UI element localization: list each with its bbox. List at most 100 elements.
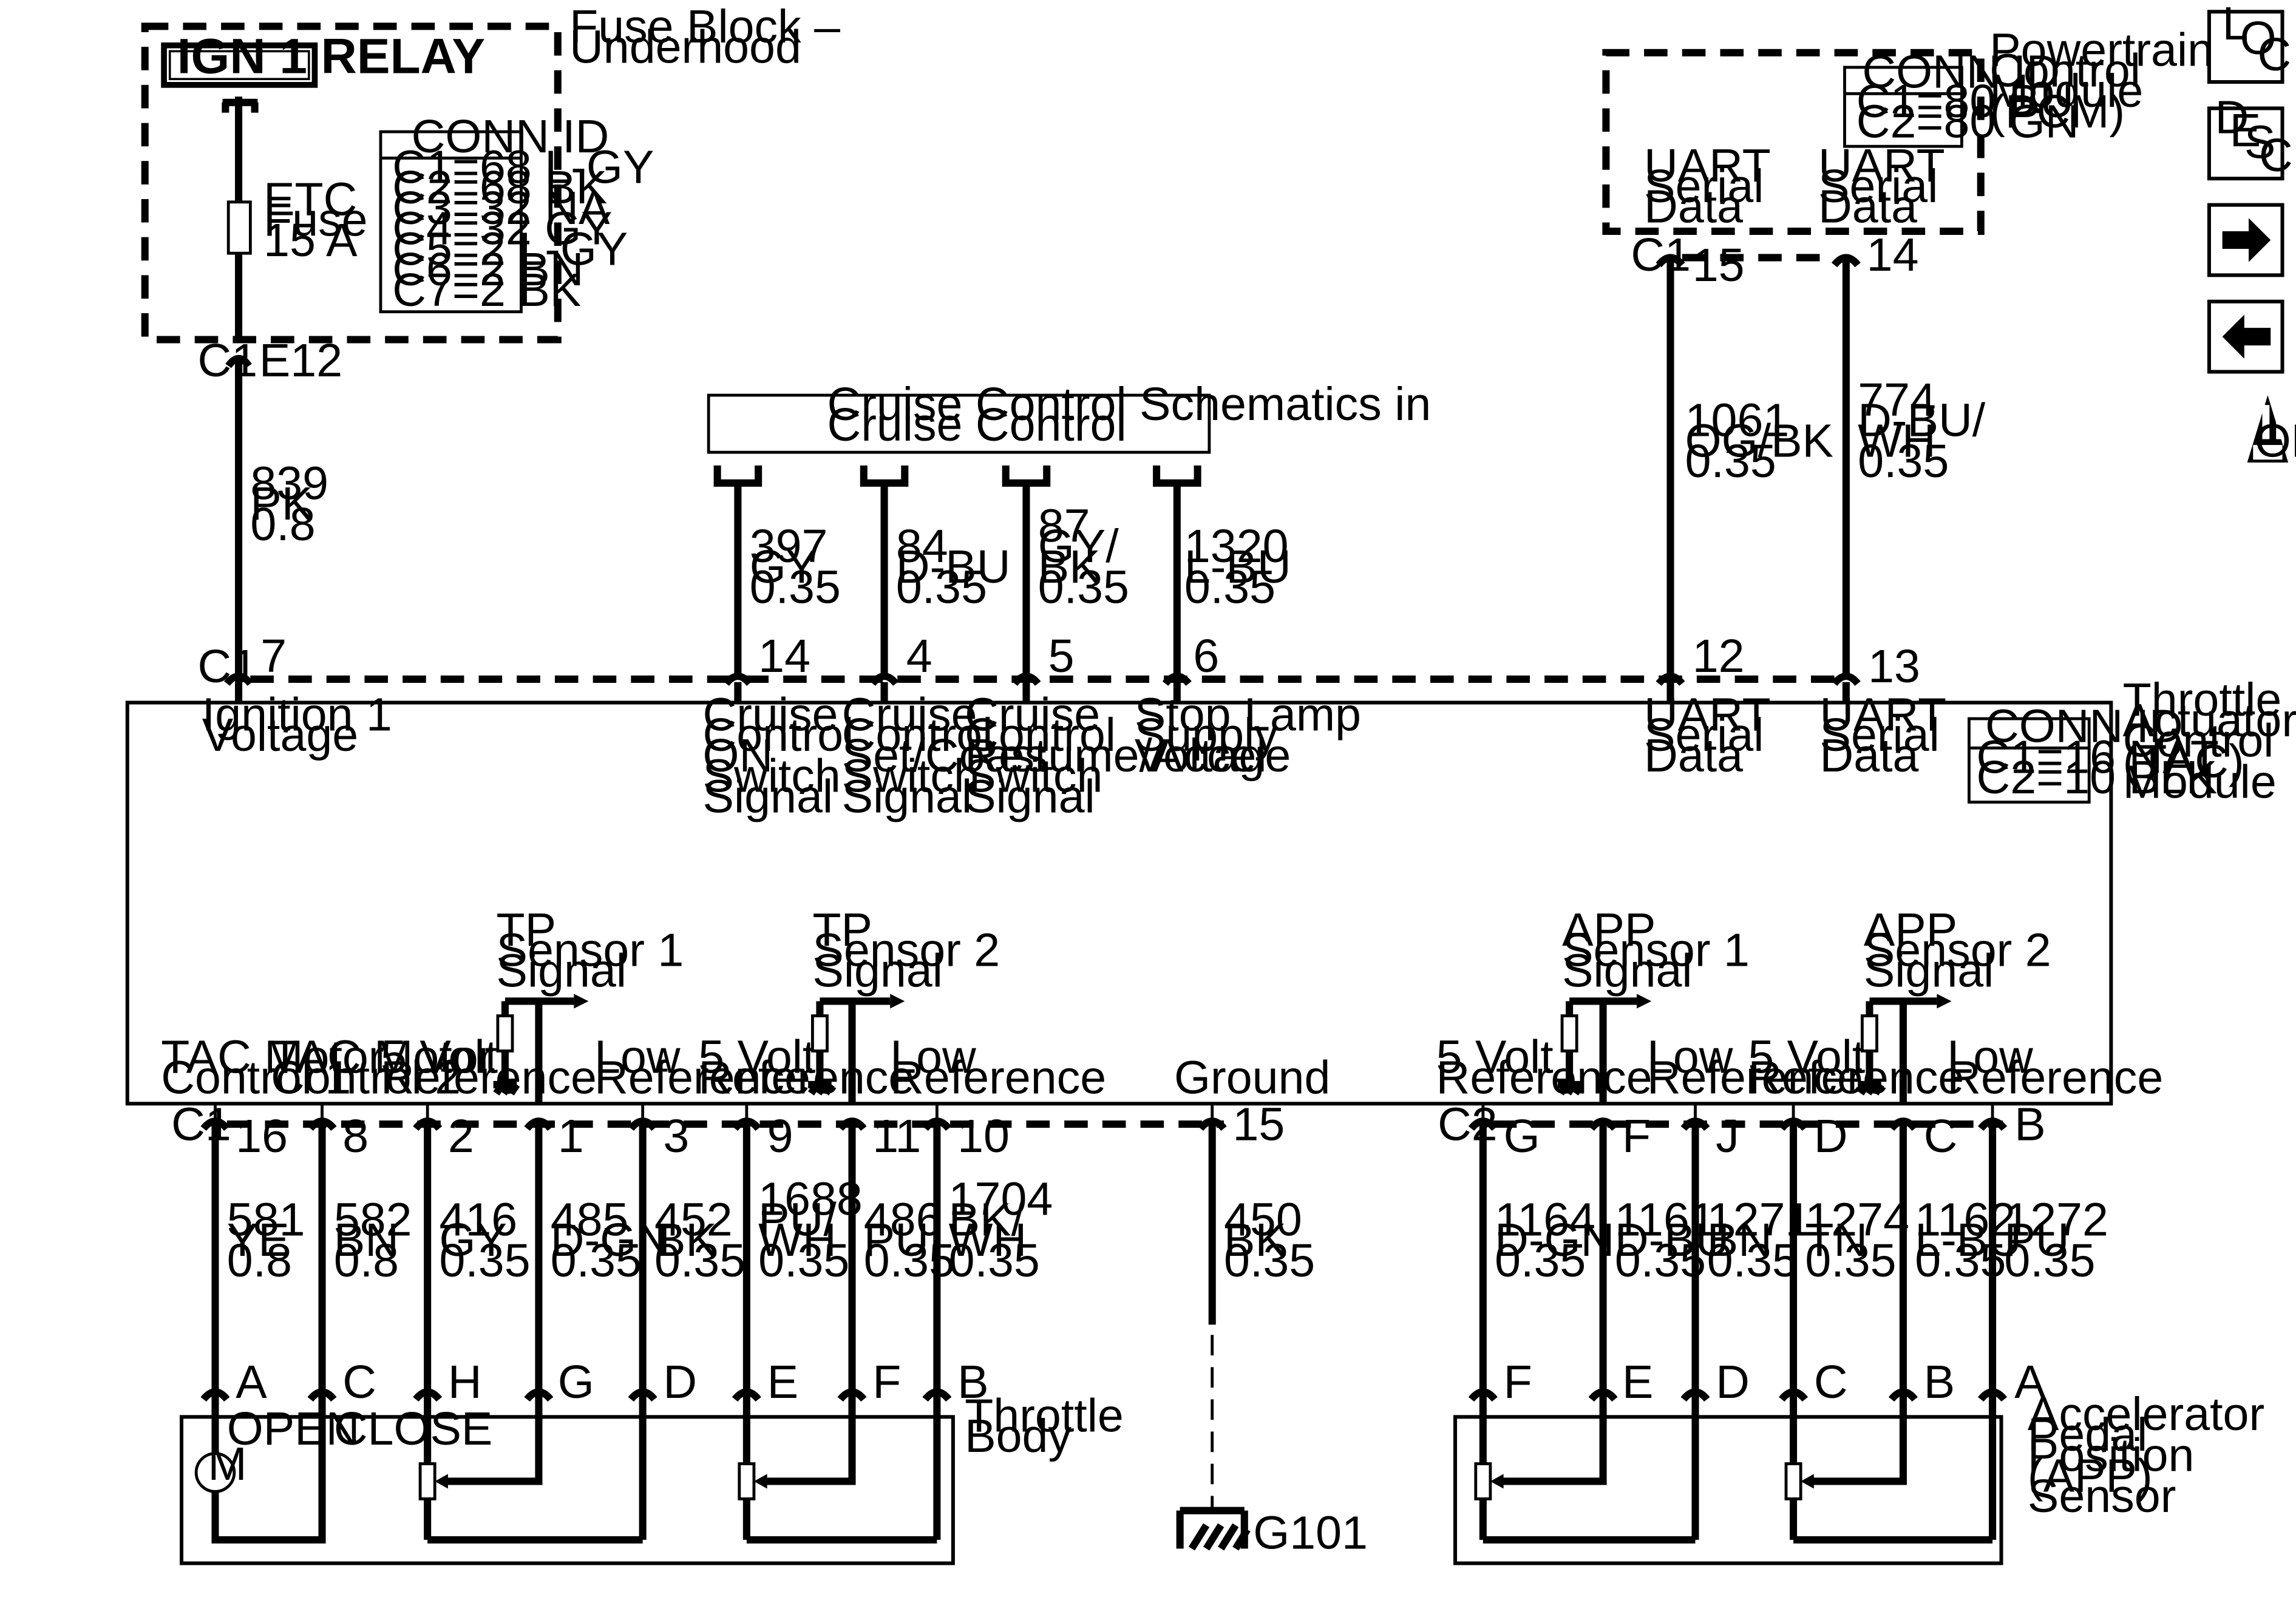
wire-label: 452 (654, 1193, 733, 1246)
wire-label: WH (758, 1214, 837, 1266)
tp-sensor-1-potentiometer-icon (418, 1395, 647, 1544)
tac-pin-desc: Switch (965, 750, 1102, 802)
sensor-signal-label: APP (1864, 904, 1957, 956)
throttle-body-pin: C (342, 1356, 376, 1408)
throttle-body-pin: D (663, 1356, 697, 1408)
wire-label: 0.35 (896, 561, 987, 614)
app-sensor-1-potentiometer-icon (1474, 1395, 1699, 1544)
loc-button[interactable]: L O C (2207, 0, 2291, 84)
tac-pin-desc: Signal (965, 770, 1095, 822)
tac-bottom-pin: J (1716, 1110, 1739, 1162)
wire-label: YE (227, 1214, 290, 1266)
wire-label: 1162 (1915, 1193, 2016, 1246)
wire-label: 485 (551, 1193, 629, 1246)
wire-label: BN (1707, 1214, 1772, 1266)
tac-bottom-pin: 1 (558, 1110, 584, 1162)
tac-pin-desc: Switch (703, 750, 841, 802)
tac-title: (TAC) (2123, 736, 2244, 788)
tac-pin-desc: Voltage (202, 709, 358, 761)
tac-pin-desc: Control (842, 709, 993, 761)
wire-label: 1061 (1685, 395, 1790, 447)
motor-close-label: CLOSE (334, 1403, 493, 1455)
relay-contact-icon (222, 97, 259, 202)
tac-pin-desc: UART (1819, 688, 1946, 741)
wire-label: 1704 (949, 1173, 1053, 1225)
tac-pin-desc: Control (965, 709, 1116, 761)
wire-label: BK (654, 1214, 717, 1266)
wire-label: 0.35 (439, 1235, 530, 1287)
tac-conn-id-row: C2=10 BLK (1977, 751, 2218, 804)
wire-label: 0.35 (1495, 1235, 1586, 1287)
tac-pin-desc: Reference (1748, 1051, 1964, 1103)
wire-label: 581 (227, 1193, 305, 1246)
wire-label: OG/BK (1685, 415, 1833, 467)
tac-pin-desc: Cruise (965, 688, 1100, 741)
tac-pin-desc: Ground (1174, 1051, 1330, 1103)
tac-pin-desc: Ignition 1 (202, 688, 392, 741)
obd2-button[interactable]: II OBD II (2247, 395, 2296, 467)
pcm-pin-label: Serial (1644, 160, 1764, 212)
tac-top-pin: 12 (1693, 630, 1745, 682)
ground-g101-icon (1176, 1507, 1251, 1551)
app-sensor-pin: D (1716, 1356, 1750, 1408)
tac-title: Control (2123, 715, 2274, 767)
pcm-module: Powertrain Control Module (PCM) CONN ID … (1602, 24, 2213, 291)
bottom-wires (211, 1124, 1997, 1511)
pcm-pin-label: UART (1644, 140, 1771, 192)
tac-top-pin: 14 (758, 630, 810, 682)
fuse-conn-id-row: C1=68 L-GY (392, 141, 654, 193)
tac-top-pin: 5 (1048, 630, 1075, 682)
wire-label: 486 (864, 1193, 942, 1246)
tac-bottom-pin: 15 (1232, 1099, 1285, 1151)
tac-pin-desc: Reference (890, 1051, 1106, 1103)
tac-pin-desc: TAC Motor (161, 1031, 384, 1083)
tac-pin-desc: 5 Volt (698, 1031, 815, 1083)
throttle-body-pin: H (448, 1356, 482, 1408)
wire-label: 416 (439, 1193, 517, 1246)
pcm-conn-label: C1 (1631, 229, 1691, 281)
cruise-control-schematics-box[interactable]: Cruise Control Schematics in Cruise Cont… (707, 378, 1431, 454)
tac-pin-desc: Serial (1644, 709, 1764, 761)
tac-pin-desc: Signal (842, 770, 972, 822)
wire-label: 0.35 (2004, 1235, 2095, 1287)
tac-pin-desc: Resume/Accel (965, 730, 1266, 782)
fuse-block-underhood: Fuse Block – Underhood IGN 1 RELAY ETC F… (141, 1, 840, 387)
next-page-button[interactable] (2207, 203, 2284, 277)
previous-page-button[interactable] (2207, 299, 2284, 374)
pcm-title: (PCM) (1989, 86, 2125, 138)
loc-letter: O (2240, 12, 2277, 64)
fuse-pin-label: E12 (259, 334, 342, 387)
fuse-conn-id-row: C6=2 BN (392, 243, 583, 296)
pcm-title: Control (1989, 44, 2141, 97)
motor-open-label: OPEN (227, 1403, 360, 1455)
sensor-signal-label: Signal (1864, 944, 1994, 997)
tac-bottom-pin: 2 (448, 1110, 474, 1162)
tac-pin-desc: Control 1 (161, 1051, 351, 1103)
wire-label: 0.35 (758, 1235, 849, 1287)
sensor-signal-label: Sensor 2 (812, 924, 1000, 977)
motor-icon (194, 1452, 236, 1493)
tac-pin-desc: Low (594, 1031, 681, 1083)
sensor-signal-label: Signal (1562, 944, 1692, 997)
pcm-pin-label: Data (1644, 181, 1743, 233)
wire-label: 0.35 (551, 1235, 642, 1287)
wire-label: 774 (1858, 374, 1936, 426)
throttle-body-title: Body (965, 1410, 1072, 1462)
tac-pin-desc: Low (890, 1031, 976, 1083)
fuse-label-3: 15 A (263, 214, 358, 266)
fuse-label-2: Fuse (263, 194, 368, 246)
throttle-body-connector-icons (200, 1388, 952, 1402)
desc-button[interactable]: D E S C (2207, 91, 2293, 181)
wire-label: WH (949, 1214, 1027, 1266)
app-sensor-pin: C (1814, 1356, 1848, 1408)
app-sensor: Accelerator Pedal Position (APP) Sensor … (1453, 1356, 2264, 1565)
app-sensor-connector-icons (1468, 1388, 2008, 1402)
tac-bottom-pin: F (1622, 1110, 1651, 1162)
tac-top-pin: 4 (906, 630, 932, 682)
app-sensor-pin: A (2014, 1356, 2046, 1408)
pcm-pin-label: Data (1818, 181, 1917, 233)
tac-conn-id-box: CONN ID C1=16 NAT C2=10 BLK (1968, 700, 2219, 804)
tac-pin-desc: Data (1644, 730, 1743, 782)
tac-pin-desc: 5 Volt (1748, 1031, 1865, 1083)
ground-label: G101 (1253, 1507, 1368, 1559)
